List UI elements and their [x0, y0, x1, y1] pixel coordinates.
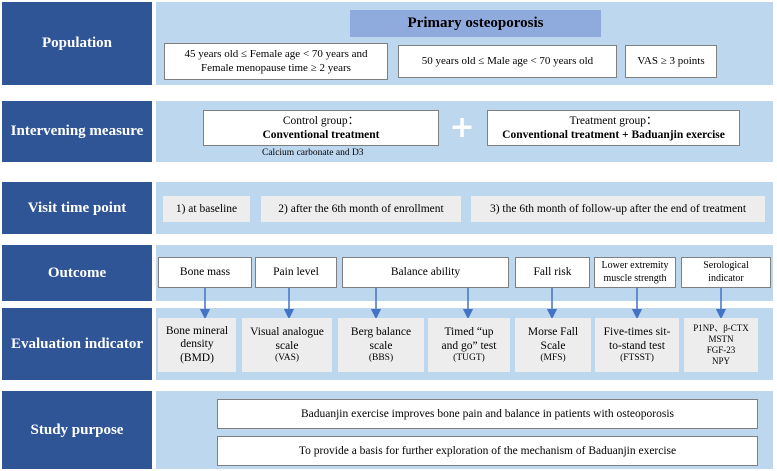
indicator-tugt-line1: Timed “up [444, 326, 494, 339]
row-label-population: Population [2, 2, 152, 85]
indicator-vas-line1: Visual analogue [250, 326, 324, 339]
indicator-bbs-line2: scale [369, 339, 393, 352]
visit-time-1: 1) at baseline [163, 196, 250, 222]
outcome-pain-level: Pain level [255, 257, 337, 288]
outcome-serological: Serological indicator [681, 257, 771, 288]
indicator-ftsst: Five-times sit- to-stand test (FTSST) [595, 318, 679, 372]
indicator-tugt-line2: and go” test [441, 339, 497, 352]
indicator-ser-line1: P1NP、β-CTX [693, 323, 749, 334]
indicator-serological: P1NP、β-CTX MSTN FGF-23 NPY [684, 318, 758, 372]
indicator-bbs: Berg balance scale (BBS) [338, 318, 424, 372]
outcome-sero-line1: Serological [703, 260, 749, 271]
indicator-bmd-line3: (BMD) [180, 351, 214, 364]
control-group-label: Control group： [282, 114, 360, 127]
indicator-vas: Visual analogue scale (VAS) [242, 318, 332, 372]
indicator-bmd-line2: density [180, 338, 214, 351]
indicator-mfs-line3: (MFS) [540, 352, 566, 363]
indicator-ser-line3: FGF-23 [706, 345, 736, 355]
row-label-intervening-measure: Intervening measure [2, 101, 152, 162]
purpose-statement-2: To provide a basis for further explorati… [217, 436, 758, 466]
indicator-bmd-line1: Bone mineral [165, 325, 229, 338]
control-group-note: Calcium carbonate and D3 [262, 148, 364, 158]
outcome-lower-line2: muscle strength [603, 272, 667, 284]
purpose-statement-1: Baduanjin exercise improves bone pain an… [217, 399, 758, 429]
row-label-outcome: Outcome [2, 245, 152, 301]
outcome-balance-ability: Balance ability [342, 257, 509, 288]
vas-criteria-box: VAS ≥ 3 points [625, 45, 717, 78]
outcome-bone-mass: Bone mass [158, 257, 252, 288]
plus-icon: + [449, 109, 475, 145]
indicator-ftsst-line2: to-stand test [609, 339, 665, 352]
treatment-group-treatment: Conventional treatment + Baduanjin exerc… [502, 129, 725, 141]
female-criteria-line2: Female menopause time ≥ 2 years [201, 61, 351, 74]
row-label-evaluation-indicator: Evaluation indicator [2, 308, 152, 380]
indicator-mfs: Morse Fall Scale (MFS) [515, 318, 591, 372]
indicator-vas-line2: scale [275, 339, 299, 352]
indicator-tugt-line3: (TUGT) [453, 352, 485, 363]
visit-time-3: 3) the 6th month of follow-up after the … [471, 196, 765, 222]
female-criteria-box: 45 years old ≤ Female age < 70 years and… [164, 43, 388, 80]
indicator-ftsst-line1: Five-times sit- [603, 326, 671, 339]
visit-time-2: 2) after the 6th month of enrollment [261, 196, 461, 222]
indicator-bmd: Bone mineral density (BMD) [158, 318, 236, 372]
indicator-tugt: Timed “up and go” test (TUGT) [428, 318, 510, 372]
indicator-ftsst-line3: (FTSST) [620, 352, 654, 363]
outcome-fall-risk: Fall risk [515, 257, 590, 288]
indicator-ser-line4: NPY [711, 355, 730, 366]
indicator-bbs-line3: (BBS) [368, 352, 394, 363]
treatment-group-box: Treatment group： Conventional treatment … [487, 110, 740, 146]
outcome-lower-line1: Lower extremity [601, 260, 669, 271]
control-group-treatment: Conventional treatment [262, 129, 380, 141]
control-group-box: Control group： Conventional treatment [203, 110, 439, 146]
outcome-lower-extremity: Lower extremity muscle strength [594, 257, 676, 288]
male-criteria-box: 50 years old ≤ Male age < 70 years old [398, 45, 617, 78]
outcome-sero-line2: indicator [708, 272, 744, 284]
indicator-mfs-line2: Scale [540, 339, 566, 352]
row-label-visit-time-point: Visit time point [2, 182, 152, 234]
treatment-group-label: Treatment group： [569, 114, 658, 127]
row-label-study-purpose: Study purpose [2, 391, 152, 469]
population-title: Primary osteoporosis [350, 10, 601, 37]
indicator-mfs-line1: Morse Fall [527, 326, 579, 339]
indicator-vas-line3: (VAS) [274, 352, 300, 363]
indicator-bbs-line1: Berg balance [350, 326, 412, 339]
female-criteria-line1: 45 years old ≤ Female age < 70 years and [184, 47, 368, 60]
indicator-ser-line2: MSTN [708, 334, 734, 345]
